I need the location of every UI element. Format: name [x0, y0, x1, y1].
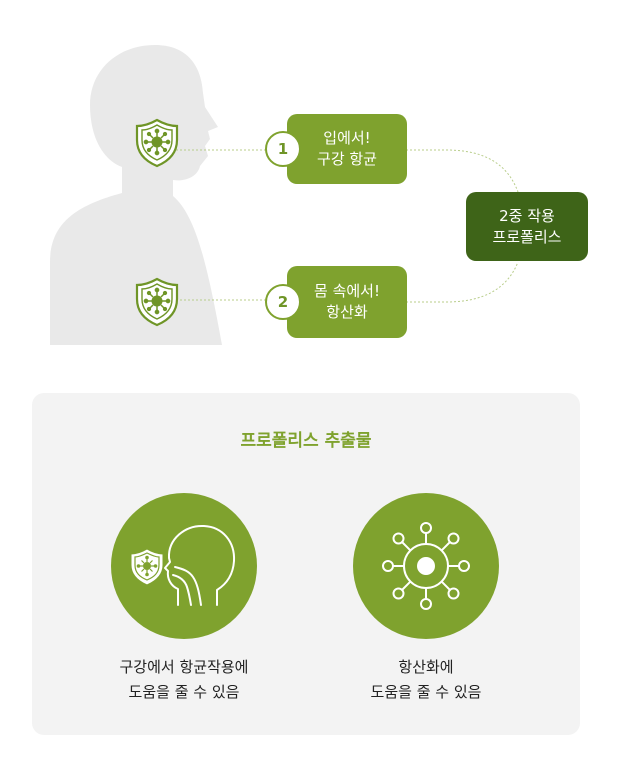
step-2-line1: 몸 속에서!: [314, 282, 380, 300]
connector-curve-2: [406, 261, 519, 303]
extract-panel: 프로폴리스 추출물: [32, 393, 580, 735]
result-box: 2중 작용 프로폴리스: [466, 192, 588, 261]
antioxidant-benefit-circle: [353, 493, 499, 639]
panel-title: 프로폴리스 추출물: [240, 431, 372, 451]
human-silhouette: [50, 45, 222, 345]
shield-virus-icon: [135, 118, 179, 168]
molecule-icon: [382, 522, 470, 610]
step-2-line2: 항산화: [326, 303, 368, 321]
step-1-box: 입에서! 구강 항균: [287, 114, 407, 184]
diagram-graphics: [50, 45, 519, 345]
mouth-benefit-line2: 도움을 줄 수 있음: [128, 683, 240, 701]
antioxidant-benefit-caption: 항산화에 도움을 줄 수 있음: [316, 655, 536, 705]
connector-curve-1: [406, 149, 519, 193]
propolis-diagram: 입에서! 구강 항균 1 몸 속에서! 항산화 2 2중 작용 프로폴리스: [0, 0, 620, 360]
mouth-throat-shield-icon: [130, 524, 236, 606]
step-2-number-badge: 2: [265, 284, 301, 320]
step-2-box: 몸 속에서! 항산화: [287, 266, 407, 338]
result-line2: 프로폴리스: [492, 227, 562, 246]
mouth-benefit-circle: [111, 493, 257, 639]
antioxidant-benefit-line1: 항산화에: [398, 658, 454, 676]
step-1-line2: 구강 항균: [317, 150, 377, 168]
shield-virus-icon: [135, 277, 179, 327]
mouth-benefit-line1: 구강에서 항균작용에: [119, 658, 249, 676]
step-1-number-badge: 1: [265, 131, 301, 167]
step-1-line1: 입에서!: [323, 129, 371, 147]
result-line1: 2중 작용: [499, 206, 555, 225]
antioxidant-benefit-line2: 도움을 줄 수 있음: [370, 683, 482, 701]
mouth-benefit-caption: 구강에서 항균작용에 도움을 줄 수 있음: [74, 655, 294, 705]
